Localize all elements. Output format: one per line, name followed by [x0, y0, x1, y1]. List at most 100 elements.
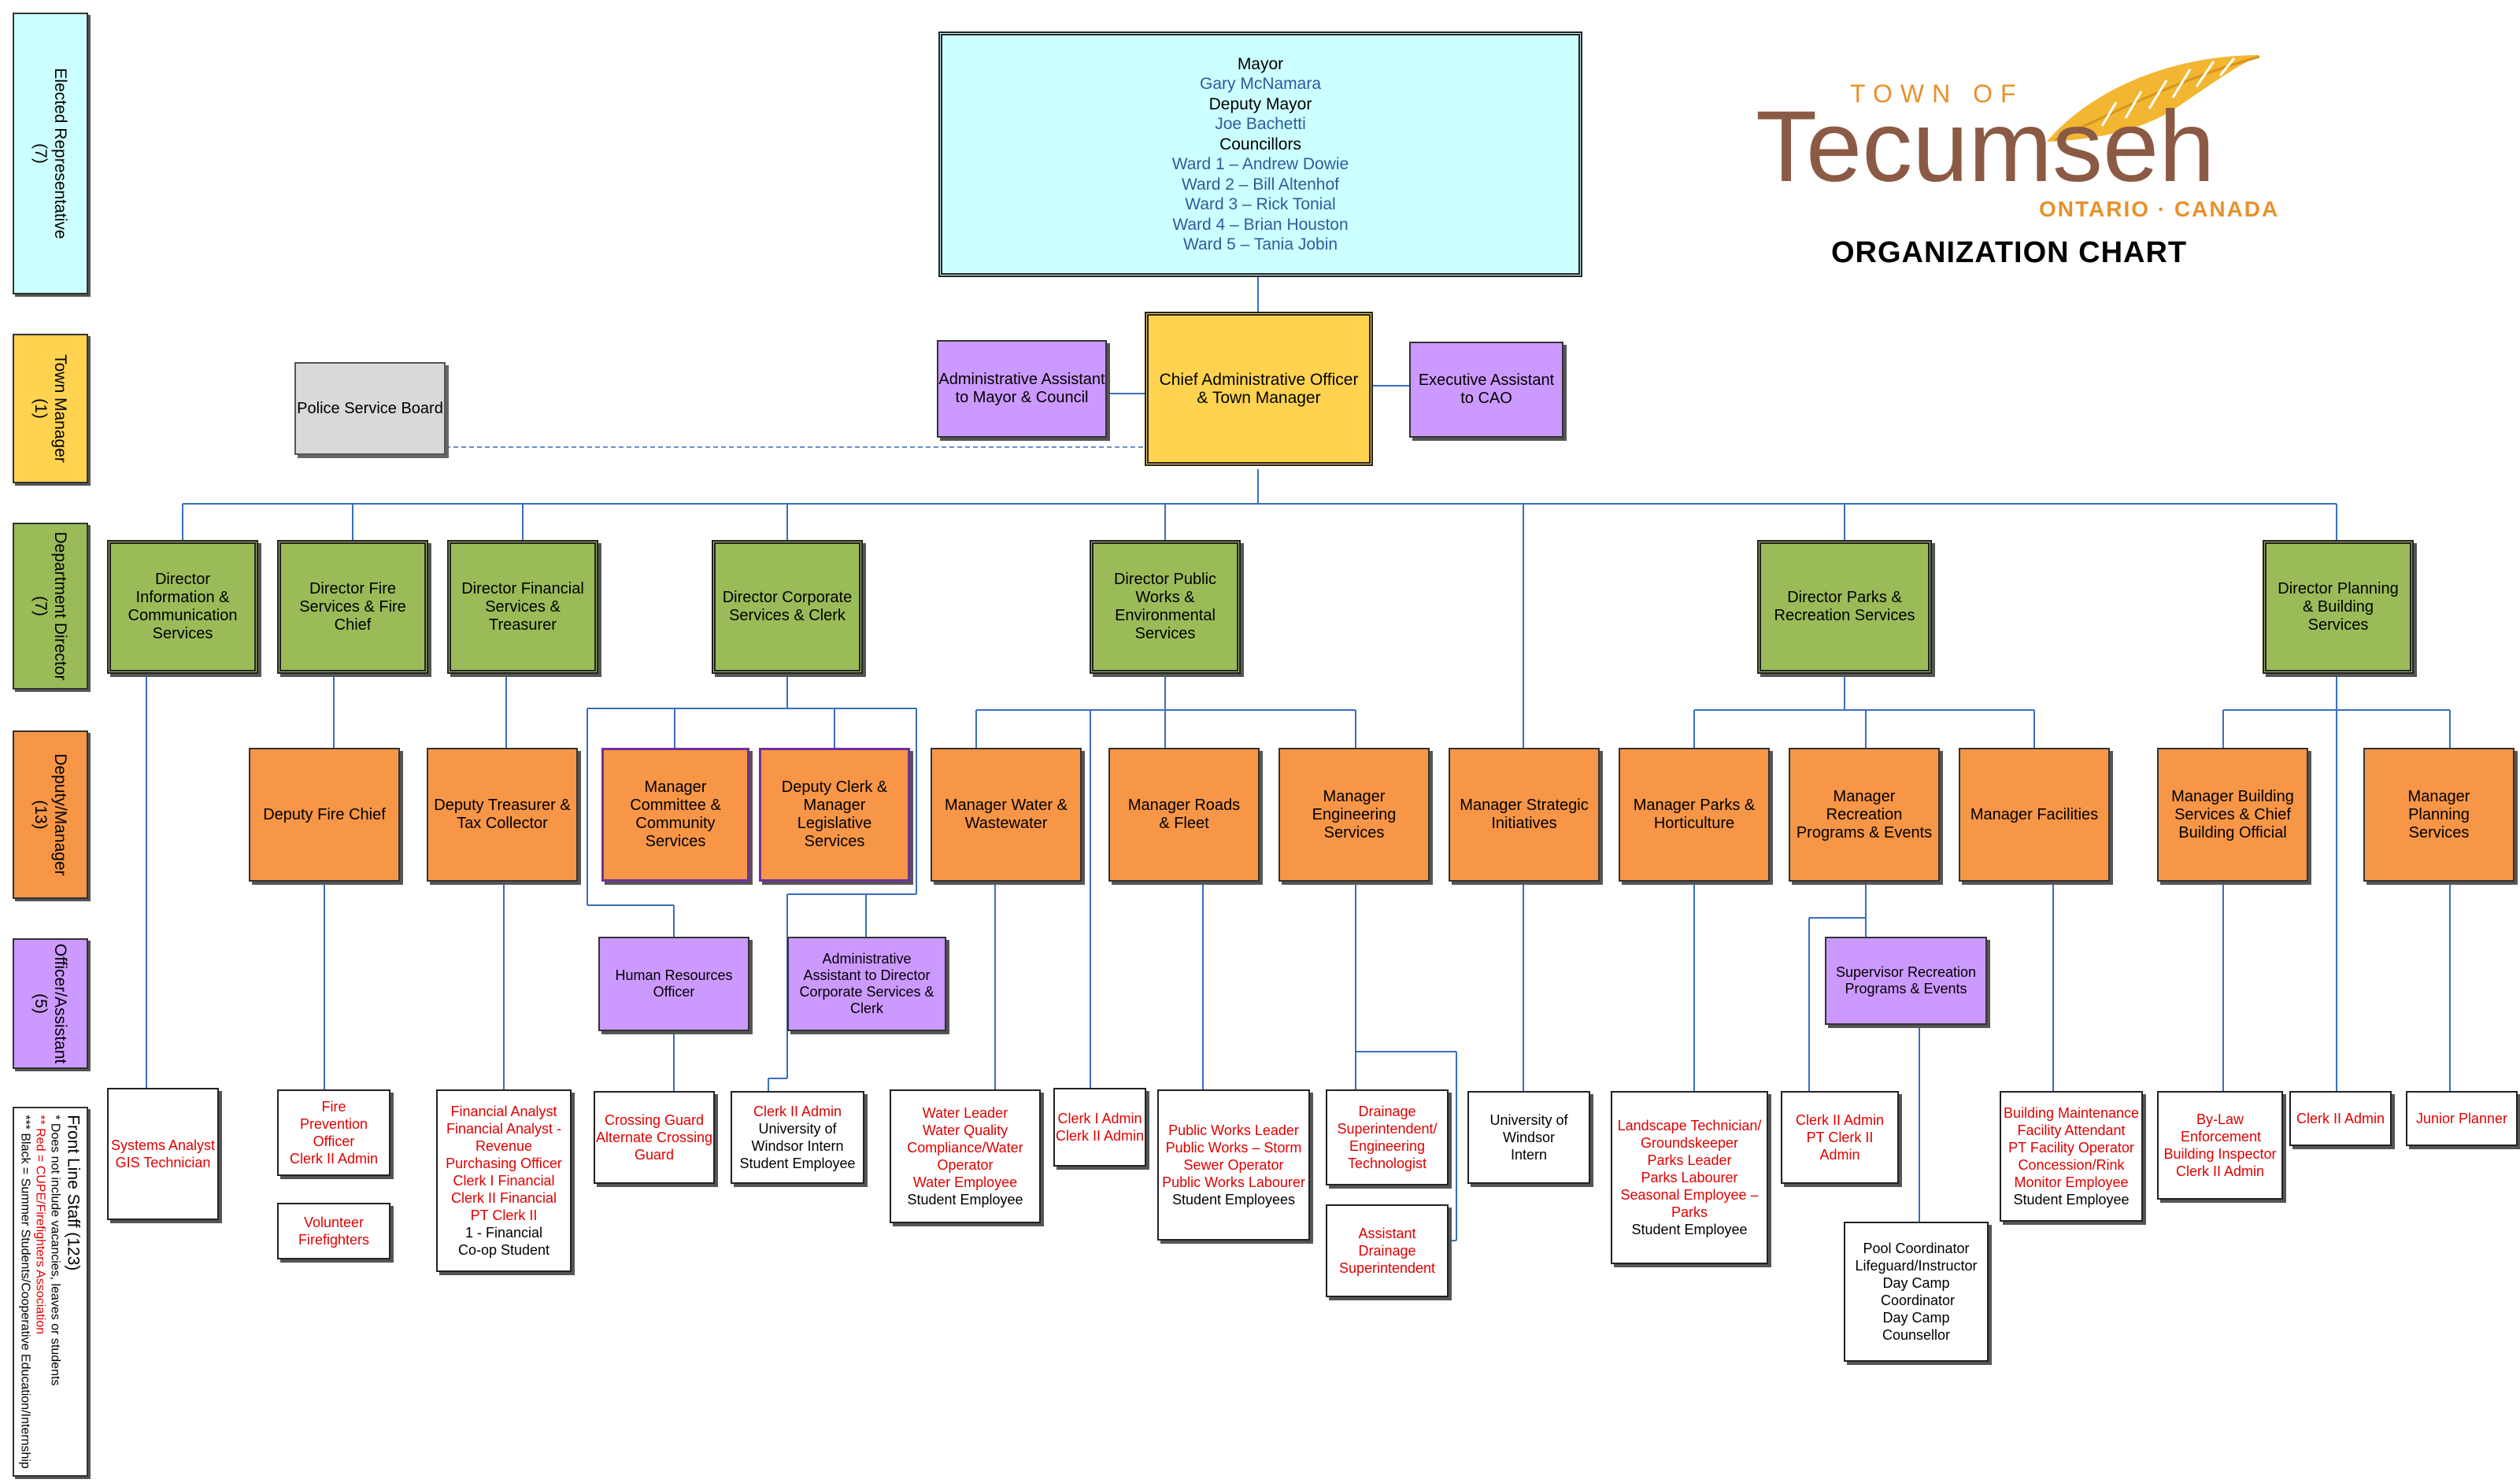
staff-item: Public Works Leader [1168, 1122, 1299, 1138]
executive-assistant-cao[interactable]: Executive Assistant to CAO [1409, 342, 1563, 438]
manager-facilities[interactable]: Manager Facilities [1959, 748, 2110, 882]
staff-item: PT Clerk II Admin [1806, 1130, 1874, 1163]
manager-parks-horticulture[interactable]: Manager Parks & Horticulture [1619, 748, 1770, 882]
staff-item: Parks Labourer [1641, 1170, 1738, 1185]
staff-item: Seasonal Employee – Parks [1620, 1187, 1759, 1220]
deputy-clerk[interactable]: Deputy Clerk & Manager Legislative Servi… [759, 748, 910, 882]
staff-item: Day Camp Coordinator [1881, 1275, 1956, 1308]
staff-volunteer[interactable]: Volunteer Firefighters [277, 1203, 390, 1259]
band-director-count: (7) [31, 596, 50, 616]
staff-item: Clerk I Financial [453, 1173, 555, 1189]
band-officer: Officer/Assistant(5) [13, 938, 88, 1069]
manager-strategic[interactable]: Manager Strategic Initiatives [1449, 748, 1600, 882]
staff-item: Parks Leader [1647, 1152, 1732, 1168]
director-parks[interactable]: Director Parks & Recreation Services [1757, 540, 1932, 674]
staff-planning-clerk[interactable]: Clerk II Admin [2289, 1091, 2392, 1146]
staff-item: Student Employee [907, 1192, 1023, 1207]
manager-roads[interactable]: Manager Roads & Fleet [1108, 748, 1260, 882]
manager-water[interactable]: Manager Water & Wastewater [931, 748, 1082, 882]
staff-junior-planner[interactable]: Junior Planner [2406, 1091, 2518, 1146]
mayor-label: Mayor [1237, 54, 1284, 73]
logo-town-of: TOWN OF [1850, 80, 2024, 108]
hr-officer[interactable]: Human Resources Officer [598, 937, 749, 1031]
staff-crossing[interactable]: Crossing Guard Alternate Crossing Guard [594, 1091, 715, 1184]
deputy-fire-chief[interactable]: Deputy Fire Chief [249, 748, 400, 882]
staff-recreation-clerk[interactable]: Clerk II Admin PT Clerk II Admin [1781, 1091, 1899, 1184]
staff-item: Crossing Guard [604, 1112, 705, 1128]
staff-item: Building Maintenance [2003, 1105, 2140, 1121]
admin-assistant-mayor[interactable]: Administrative Assistant to Mayor & Coun… [937, 340, 1107, 438]
director-planning[interactable]: Director Planning & Building Services [2263, 540, 2414, 674]
staff-item: Clerk II Admin [2296, 1111, 2385, 1126]
manager-building[interactable]: Manager Building Services & Chief Buildi… [2157, 748, 2308, 882]
staff-item: Lifeguard/Instructor [1855, 1258, 1978, 1274]
logo-name: Tecumseh [1756, 91, 2215, 203]
admin-assistant-corporate[interactable]: Administrative Assistant to Director Cor… [787, 937, 946, 1031]
manager-planning[interactable]: Manager Planning Services [2363, 748, 2514, 882]
staff-item: Public Works Labourer [1162, 1174, 1305, 1190]
staff-item: University of Windsor Intern [1489, 1112, 1568, 1163]
staff-item: Clerk II Admin [753, 1104, 842, 1119]
staff-item: Clerk II Admin [289, 1151, 379, 1167]
staff-parks[interactable]: Landscape Technician/ Groundskeeper Park… [1611, 1091, 1768, 1264]
director-fire[interactable]: Director Fire Services & Fire Chief [277, 540, 428, 674]
deputy-mayor-name: Joe Bachetti [1215, 115, 1306, 133]
page-title: ORGANIZATION CHART [1831, 236, 2188, 269]
cao-box[interactable]: Chief Administrative Officer & Town Mana… [1145, 312, 1373, 466]
council-box[interactable]: Mayor Gary McNamara Deputy Mayor Joe Bac… [938, 31, 1582, 277]
staff-item: Water Quality Compliance/Water Operator [907, 1122, 1023, 1173]
band-officer-label: Officer/Assistant [51, 943, 69, 1064]
town-logo: TOWN OF Tecumseh ONTARIO · CANADA [1756, 55, 2278, 221]
staff-drainage[interactable]: Drainage Superintendent/ Engineering Tec… [1326, 1089, 1449, 1185]
band-front-line-label: Front Line Staff (123) [64, 1115, 83, 1271]
ward-3: Ward 3 – Rick Tonial [1185, 195, 1336, 213]
staff-item: Pool Coordinator [1863, 1241, 1970, 1256]
staff-item: Facility Attendant [2017, 1122, 2126, 1138]
staff-item: Fire Prevention Officer [299, 1099, 368, 1149]
ward-1: Ward 1 – Andrew Dowie [1171, 155, 1349, 173]
staff-water[interactable]: Water Leader Water Quality Compliance/Wa… [890, 1089, 1041, 1223]
supervisor-recreation[interactable]: Supervisor Recreation Programs & Events [1825, 937, 1987, 1025]
staff-finance[interactable]: Financial Analyst Financial Analyst - Re… [436, 1089, 572, 1272]
police-service-board[interactable]: Police Service Board [294, 362, 446, 455]
staff-public-works[interactable]: Public Works Leader Public Works – Storm… [1157, 1089, 1310, 1241]
staff-item: Alternate Crossing Guard [595, 1130, 713, 1163]
staff-item: Volunteer Firefighters [298, 1215, 370, 1248]
staff-item: Student Employee [2013, 1192, 2130, 1207]
band-front-line: Front Line Staff (123) * Does not includ… [13, 1107, 88, 1477]
director-public-works[interactable]: Director Public Works & Environmental Se… [1090, 540, 1241, 674]
staff-item: Student Employee [739, 1156, 856, 1171]
band-town-manager-count: (1) [31, 398, 50, 419]
manager-committee[interactable]: Manager Committee & Community Services [601, 748, 749, 882]
staff-clerk-corporate[interactable]: Clerk II Admin University of Windsor Int… [731, 1091, 864, 1184]
director-corporate[interactable]: Director Corporate Services & Clerk [712, 540, 863, 674]
staff-strategic[interactable]: University of Windsor Intern [1467, 1091, 1590, 1184]
band-officer-count: (5) [31, 993, 50, 1014]
staff-assistant-drainage[interactable]: Assistant Drainage Superintendent [1326, 1204, 1449, 1297]
staff-item: Junior Planner [2415, 1111, 2508, 1126]
staff-fire-prevention[interactable]: Fire Prevention Officer Clerk II Admin [277, 1089, 390, 1176]
staff-bylaw[interactable]: By-Law Enforcement Building Inspector Cl… [2157, 1091, 2283, 1200]
staff-item: Clerk II Admin [1795, 1112, 1885, 1128]
band-director: Department Director(7) [13, 523, 88, 690]
staff-item: Public Works – Storm Sewer Operator [1165, 1140, 1302, 1173]
staff-item: Clerk II Admin [1055, 1128, 1145, 1144]
staff-item: Clerk II Admin [2175, 1163, 2265, 1179]
staff-facilities[interactable]: Building Maintenance Facility Attendant … [2000, 1091, 2143, 1222]
staff-pool[interactable]: Pool Coordinator Lifeguard/Instructor Da… [1844, 1222, 1989, 1362]
manager-recreation[interactable]: Manager Recreation Programs & Events [1789, 748, 1940, 882]
staff-item: GIS Technician [115, 1155, 211, 1170]
staff-item: Student Employee [1631, 1222, 1748, 1237]
staff-clerk-roads[interactable]: Clerk I Admin Clerk II Admin [1053, 1088, 1146, 1167]
staff-item: PT Clerk II [470, 1207, 538, 1223]
deputy-treasurer[interactable]: Deputy Treasurer & Tax Collector [427, 748, 578, 882]
staff-item: Landscape Technician/ Groundskeeper [1617, 1118, 1762, 1151]
band-town-manager: Town Manager(1) [13, 334, 88, 483]
manager-engineering[interactable]: Manager Engineering Services [1279, 748, 1430, 882]
director-finance[interactable]: Director Financial Services & Treasurer [447, 540, 598, 674]
staff-systems[interactable]: Systems Analyst GIS Technician [107, 1088, 219, 1220]
staff-item: Clerk I Admin [1057, 1111, 1142, 1126]
director-info[interactable]: Director Information & Communication Ser… [107, 540, 258, 674]
staff-item: Student Employees [1171, 1192, 1296, 1207]
